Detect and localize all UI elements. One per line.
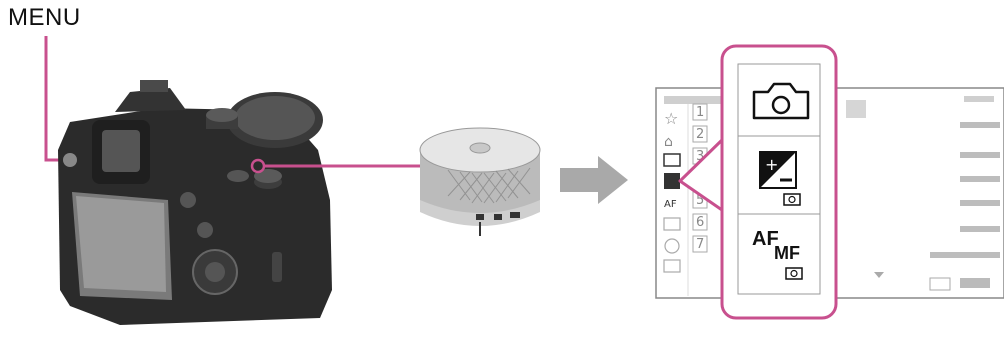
af-text: AF	[752, 228, 779, 250]
tab-number-label: 3	[696, 149, 704, 164]
shooting-tab-icon	[752, 82, 810, 120]
tab-number-label: 2	[696, 127, 704, 142]
tab-number-box	[692, 103, 708, 121]
tab-number-box	[692, 125, 708, 143]
right-arrow-icon	[560, 156, 628, 204]
tab-number-label: 6	[696, 215, 704, 230]
home-icon: ⌂	[664, 134, 673, 150]
camera-illustration	[58, 80, 332, 325]
zoomed-tab-panel: + AF MF	[720, 44, 838, 320]
tab-number-box	[692, 235, 708, 253]
tab-number-label: 5	[696, 193, 704, 208]
svg-text:+: +	[765, 155, 778, 174]
exposure-color-tab-icon: +	[759, 151, 801, 206]
network-icon	[664, 238, 680, 254]
tab-number-label: 7	[696, 237, 704, 252]
playback-icon	[663, 217, 681, 231]
front-dial-closeup	[419, 127, 541, 236]
focus-tab-icon: AF MF	[752, 228, 803, 280]
dial-callout-line	[250, 158, 420, 174]
mf-text: MF	[774, 243, 800, 263]
exposure-icon	[664, 173, 680, 189]
tab-number-box	[692, 213, 708, 231]
toolbox-icon	[663, 259, 681, 273]
zoom-callout-pointer	[678, 138, 724, 212]
menu-button-label: MENU	[8, 4, 81, 31]
af-mf-icon: AF	[664, 199, 677, 210]
tab-number-label: 1	[696, 105, 704, 120]
star-icon: ☆	[664, 109, 678, 128]
camera-icon	[663, 153, 681, 167]
